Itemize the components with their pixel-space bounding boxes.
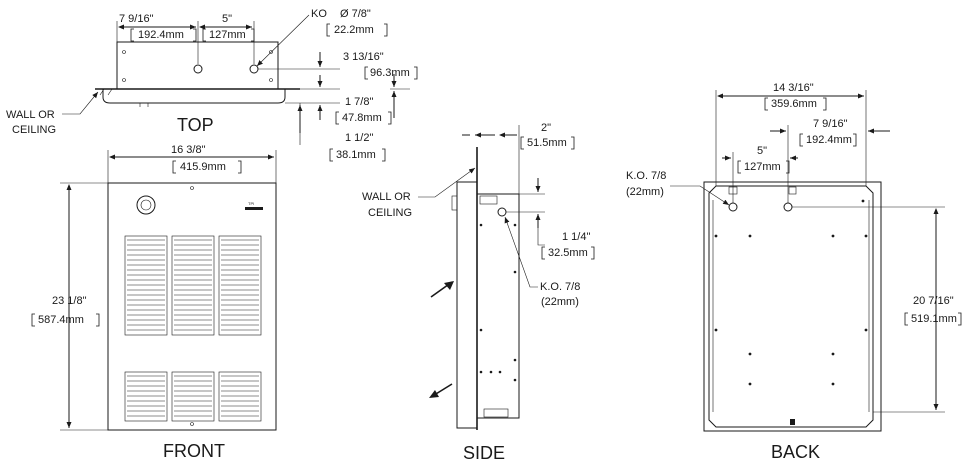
ko-hole-2 xyxy=(249,64,259,74)
back-dim-20-7-16: 20 7/16" xyxy=(913,295,954,307)
front-dim-415-9mm: 415.9mm xyxy=(180,161,226,173)
top-view: 7 9/16" 192.4mm 5" 127mm KO Ø 7/8" 22.2m… xyxy=(6,8,418,162)
top-dim-3-13-16: 3 13/16" xyxy=(343,51,384,63)
back-dim-519-1mm: 519.1mm xyxy=(911,313,957,325)
front-thermostat-knob xyxy=(136,195,156,215)
back-ko-hole-left xyxy=(728,202,738,212)
top-dim-127mm: 127mm xyxy=(209,29,246,41)
front-grille-lower xyxy=(124,371,262,422)
top-ko-label: KO xyxy=(311,8,327,20)
side-dim-32-5mm: 32.5mm xyxy=(548,247,588,259)
front-view-title: FRONT xyxy=(163,441,225,461)
side-ko-mm: (22mm) xyxy=(541,296,579,308)
side-wall-label: WALL OR xyxy=(362,191,411,203)
top-wall-label: WALL OR xyxy=(6,109,55,121)
ko-hole-1 xyxy=(193,64,203,74)
side-view-title: SIDE xyxy=(463,443,505,463)
back-view-title: BACK xyxy=(771,442,820,462)
top-dim-192-4mm: 192.4mm xyxy=(138,29,184,41)
back-dim-192-4mm: 192.4mm xyxy=(806,134,852,146)
side-view: 2" 51.5mm 1 1/4" 32.5mm K.O. 7/8 (22mm) … xyxy=(362,122,595,463)
top-dim-47-8mm: 47.8mm xyxy=(342,112,382,124)
top-dim-38-1mm: 38.1mm xyxy=(336,149,376,161)
front-badge: TPI xyxy=(248,201,254,206)
side-ko-label: K.O. 7/8 xyxy=(540,281,580,293)
back-ko-hole-right xyxy=(783,202,793,212)
back-dim-127mm: 127mm xyxy=(744,161,781,173)
back-view: 14 3/16" 359.6mm 7 9/16" 192.4mm 5" 127m… xyxy=(626,82,962,462)
top-dim-7-9-16: 7 9/16" xyxy=(119,13,154,25)
back-ko-mm: (22mm) xyxy=(626,186,664,198)
front-dim-587-4mm: 587.4mm xyxy=(38,314,84,326)
back-dim-14-3-16: 14 3/16" xyxy=(773,82,814,94)
side-ko-hole xyxy=(497,207,507,217)
back-dim-7-9-16: 7 9/16" xyxy=(813,118,848,130)
side-dim-1-1-4: 1 1/4" xyxy=(562,231,590,243)
back-ko-label: K.O. 7/8 xyxy=(626,170,666,182)
front-grille-upper xyxy=(124,235,262,336)
top-dim-1-7-8: 1 7/8" xyxy=(345,96,373,108)
side-ceiling-label: CEILING xyxy=(368,207,412,219)
back-dim-5in: 5" xyxy=(757,145,767,157)
top-dim-5in: 5" xyxy=(222,13,232,25)
side-dim-2in: 2" xyxy=(541,122,551,134)
side-dim-51-5mm: 51.5mm xyxy=(527,137,567,149)
front-view: TPI 16 3/8" 415.9mm 23 1/8" 587.4mm FRON… xyxy=(31,144,277,461)
top-dim-96-3mm: 96.3mm xyxy=(370,67,410,79)
top-dim-1-1-2: 1 1/2" xyxy=(345,132,373,144)
top-ceiling-label: CEILING xyxy=(12,124,56,136)
top-view-title: TOP xyxy=(177,115,214,135)
front-dim-23-1-8: 23 1/8" xyxy=(52,295,87,307)
back-dim-359-6mm: 359.6mm xyxy=(771,98,817,110)
top-ko-diameter: Ø 7/8" xyxy=(340,8,371,20)
top-ko-diameter-mm: 22.2mm xyxy=(334,24,374,36)
front-dim-16-3-8: 16 3/8" xyxy=(171,144,206,156)
